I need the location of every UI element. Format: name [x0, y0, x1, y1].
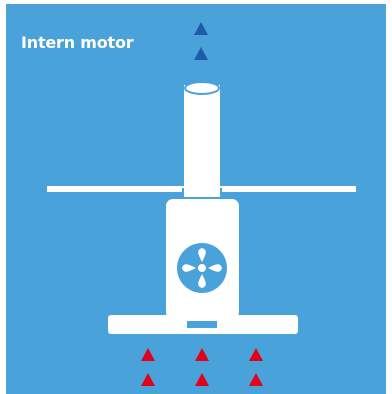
exhaust-arrows — [194, 22, 208, 60]
intake-arrow-icon — [249, 348, 263, 361]
chimney-opening — [184, 81, 220, 95]
intake-arrow-icon — [141, 348, 155, 361]
filter-slot — [187, 321, 217, 328]
intake-arrow-icon — [195, 373, 209, 386]
chimney-duct — [184, 85, 220, 197]
fan-icon — [177, 243, 227, 293]
intake-arrow-icon — [195, 348, 209, 361]
intake-arrows — [141, 348, 263, 386]
intake-arrow-icon — [141, 373, 155, 386]
exhaust-arrow-icon — [194, 47, 208, 60]
diagram-title: Intern motor — [21, 33, 134, 52]
exhaust-arrow-icon — [194, 22, 208, 35]
intake-arrow-icon — [249, 373, 263, 386]
